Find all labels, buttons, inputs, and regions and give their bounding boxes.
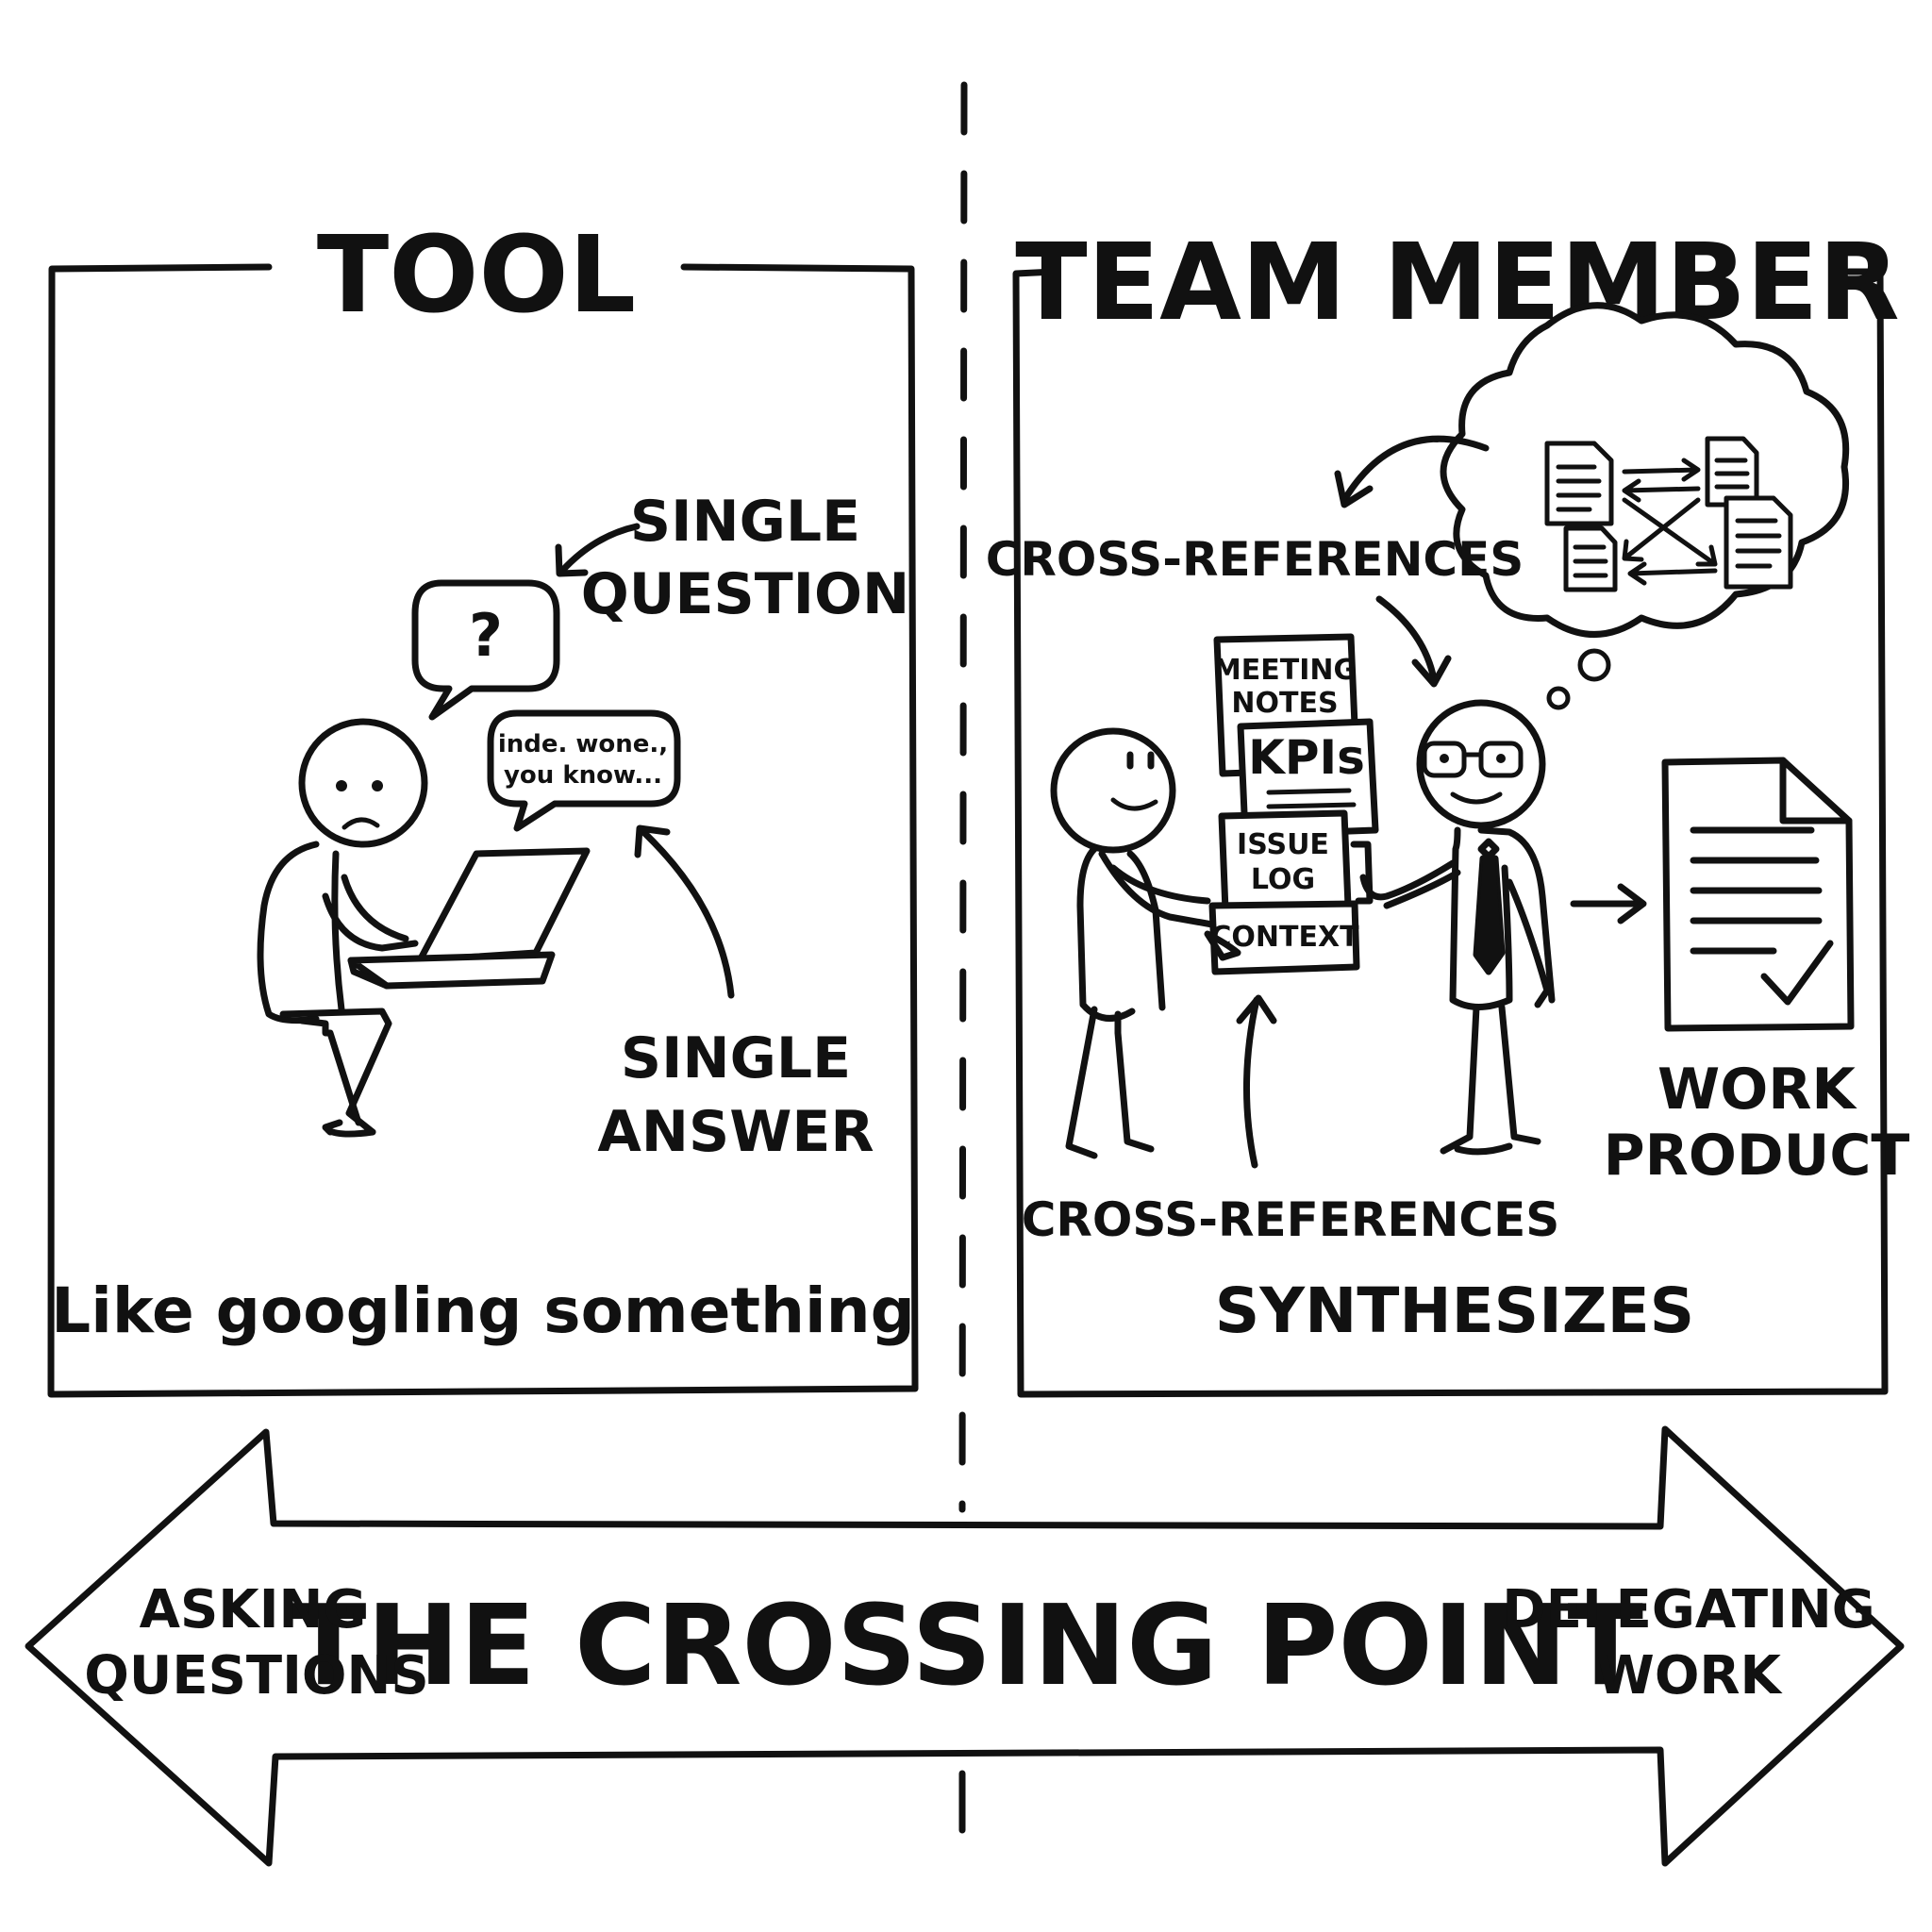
cross-references-top-arrow — [1334, 435, 1490, 508]
glasses-icon — [1417, 741, 1524, 778]
tool-panel-frame — [47, 263, 919, 1398]
question-mark: ? — [469, 601, 503, 670]
delegating-work-label-line1: DELEGATING — [1502, 1579, 1875, 1641]
tool-tagline: Like googling something — [51, 1274, 915, 1347]
team-member-panel: TEAM MEMBER — [986, 222, 1910, 1398]
tool-title: TOOL — [317, 214, 636, 337]
asking-questions-label-line1: ASKING — [140, 1579, 367, 1641]
doc-kpis-label: KPIs — [1248, 730, 1365, 785]
cross-references-top-label: CROSS-REFERENCES — [986, 532, 1524, 587]
work-product-document-icon — [1661, 757, 1855, 1032]
single-answer-label-line1: SINGLE — [621, 1025, 851, 1091]
single-answer-label-line2: ANSWER — [597, 1099, 874, 1165]
cloud-document-icon-1 — [1544, 441, 1614, 526]
answer-bubble-line2: you know... — [504, 761, 662, 790]
double-headed-arrow-shape — [25, 1425, 1905, 1867]
question-speech-bubble: ? — [411, 579, 560, 721]
single-question-label-line1: SINGLE — [630, 489, 860, 555]
team-member-figure — [1359, 699, 1556, 1156]
asking-questions-label-line2: QUESTIONS — [84, 1645, 429, 1707]
team-panel-frame — [1012, 268, 1889, 1398]
colleague-figure — [1050, 727, 1241, 1159]
single-answer-arrow — [634, 824, 735, 999]
cross-references-to-figure-arrow — [1375, 595, 1452, 688]
team-tagline: SYNTHESIZES — [1215, 1274, 1694, 1347]
doc-meeting-notes-line2: NOTES — [1231, 687, 1338, 720]
work-product-label-line1: WORK — [1657, 1057, 1857, 1123]
doc-context: CONTEXT — [1208, 900, 1360, 975]
cloud-link-arrows — [1622, 458, 1718, 586]
cross-references-bottom-label: CROSS-REFERENCES — [1022, 1192, 1560, 1247]
center-divider — [958, 81, 968, 1834]
tool-panel: TOOL SINGLE QUESTION ? inde. wone., you … — [47, 214, 919, 1398]
laptop-icon — [347, 847, 591, 990]
doc-meeting-notes-line1: MEETING — [1213, 654, 1357, 687]
work-product-label-line2: PRODUCT — [1604, 1123, 1910, 1189]
thought-cloud — [1440, 302, 1850, 710]
single-question-arrow — [555, 523, 641, 577]
answer-bubble-line1: inde. wone., — [498, 730, 668, 758]
crossing-point-title: THE CROSSING POINT — [291, 1580, 1643, 1710]
to-work-product-arrow — [1570, 883, 1647, 924]
context-up-arrow — [1236, 994, 1277, 1169]
team-member-title: TEAM MEMBER — [1015, 222, 1900, 344]
colleague-head — [1050, 727, 1176, 854]
delegating-work-label-line2: WORK — [1596, 1645, 1783, 1707]
confused-user-figure — [257, 718, 428, 1138]
answer-speech-bubble: inde. wone., you know... — [487, 709, 681, 832]
crossing-point-arrow: THE CROSSING POINT ASKING QUESTIONS DELE… — [25, 1425, 1905, 1867]
user-head — [298, 718, 428, 848]
doc-issue-log-line2: LOG — [1251, 863, 1315, 896]
single-question-label-line2: QUESTION — [581, 561, 909, 627]
cloud-document-icon-2 — [1705, 436, 1759, 508]
checkmark-icon — [1760, 940, 1834, 1006]
cloud-document-icon-4 — [1724, 495, 1793, 590]
tie-icon — [1473, 838, 1506, 975]
doc-kpis: KPIs — [1237, 718, 1379, 839]
doc-issue-log-line1: ISSUE — [1237, 828, 1329, 861]
cloud-document-icon-3 — [1563, 525, 1618, 592]
document-stack: MEETING NOTES KPIs ISSUE LOG CONTEXT — [1208, 633, 1379, 975]
